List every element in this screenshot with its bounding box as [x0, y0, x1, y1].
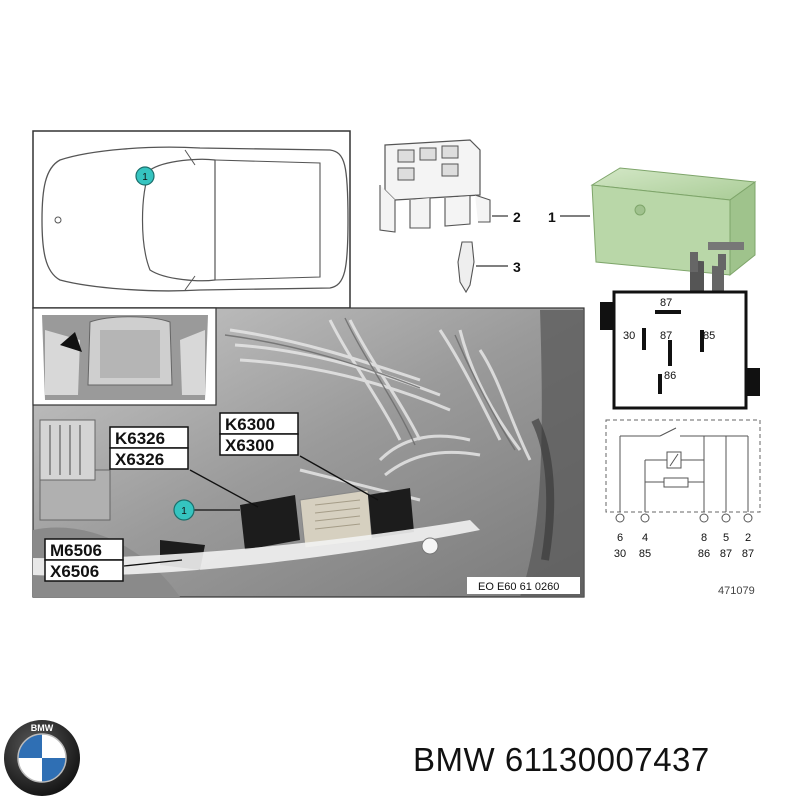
face-terminal-86: 86 [664, 370, 676, 382]
pin-terminal: 86 [698, 548, 710, 560]
label-x6300: X6300 [225, 436, 274, 455]
connector-housing [379, 139, 508, 233]
pin-terminal: 85 [639, 548, 651, 560]
pin-num: 2 [745, 532, 751, 544]
face-terminal-30: 30 [623, 330, 635, 342]
face-terminal-85: 85 [703, 330, 715, 342]
pin-terminal: 30 [614, 548, 626, 560]
pin-terminal: 87 [720, 548, 732, 560]
bmw-logo-letters: BMW [31, 723, 54, 733]
car-overview-panel: 1 [32, 130, 351, 309]
callout-1: 1 [548, 209, 556, 225]
photo-marker-badge [173, 499, 195, 521]
callout-2: 2 [513, 209, 521, 225]
schematic-pin-labels: 6 4 8 5 2 30 85 86 87 87 [614, 532, 754, 560]
label-x6506: X6506 [50, 562, 99, 581]
pin-num: 8 [701, 532, 707, 544]
terminal-pin [457, 241, 508, 294]
label-k6300: K6300 [225, 415, 275, 434]
photo-label-boxes [44, 412, 580, 594]
label-m6506: M6506 [50, 541, 102, 560]
figure-number: 471079 [718, 585, 755, 597]
relay-pin-face [600, 290, 760, 410]
pin-num: 6 [617, 532, 623, 544]
label-k6326: K6326 [115, 429, 165, 448]
pin-terminal: 87 [742, 548, 754, 560]
pin-num: 5 [723, 532, 729, 544]
relay-schematic [605, 419, 761, 523]
callout-3: 3 [513, 259, 521, 275]
engine-inset [32, 307, 217, 406]
photo-marker-label: 1 [181, 506, 187, 517]
pin-num: 4 [642, 532, 648, 544]
face-terminal-87-mid: 87 [660, 330, 672, 342]
marker-badge [135, 166, 155, 186]
photo-code: EO E60 61 0260 [478, 581, 559, 593]
label-x6326: X6326 [115, 450, 164, 469]
face-terminal-87-top: 87 [660, 297, 672, 309]
relay-body [590, 167, 757, 299]
bmw-logo: BMW [4, 720, 80, 796]
part-number-caption: BMW 61130007437 [413, 741, 710, 778]
marker-badge-label: 1 [142, 172, 148, 183]
